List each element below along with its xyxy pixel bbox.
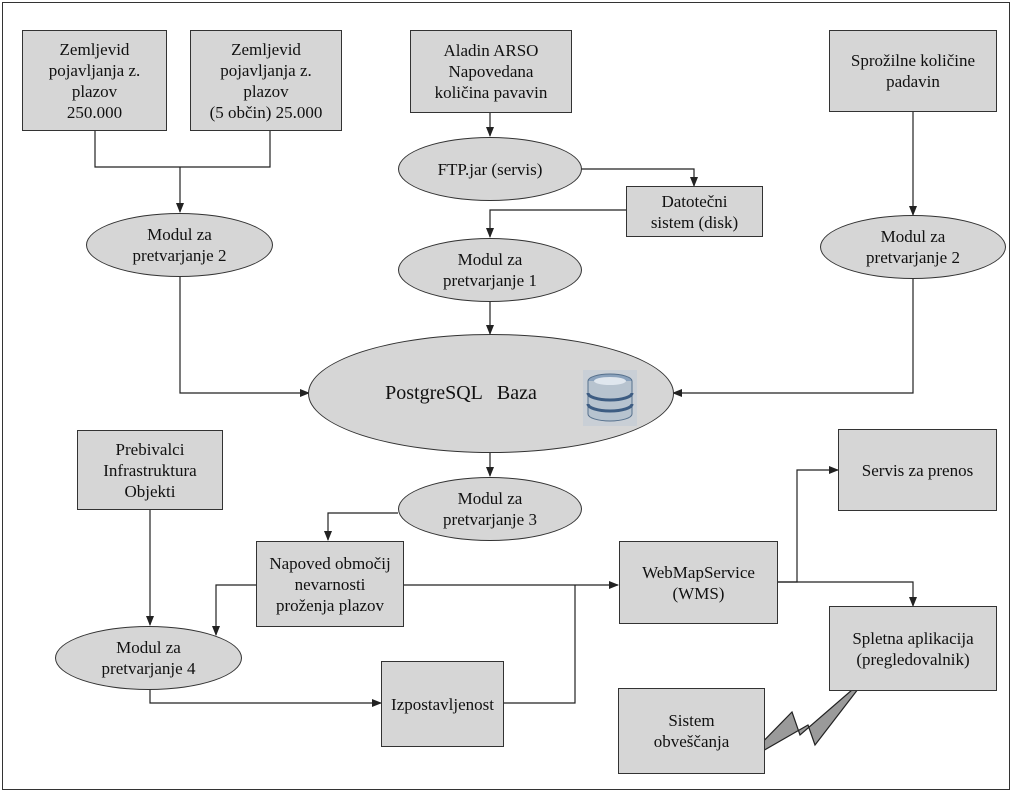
node-modul-4: Modul za pretvarjanje 4: [55, 626, 242, 690]
node-modul-1: Modul za pretvarjanje 1: [398, 238, 582, 302]
connector-izpostavljenost-to-wms: [503, 585, 576, 704]
node-sistem-obvescanja: Sistem obveščanja: [618, 688, 765, 774]
node-zemljevid-250: Zemljevid pojavljanja z. plazov 250.000: [22, 30, 167, 131]
arrow-napoved-to-modul4: [212, 584, 257, 636]
node-wms: WebMapService (WMS): [619, 541, 778, 624]
node-modul-3: Modul za pretvarjanje 3: [398, 477, 582, 541]
arrow-modul2-right-to-db: [672, 276, 914, 397]
arrow-ftp-to-disk: [580, 168, 698, 187]
node-modul-2-right: Modul za pretvarjanje 2: [820, 215, 1006, 279]
postgres-name: PostgreSQL: [385, 382, 483, 404]
node-sprozilne-kolicine: Sprožilne količine padavin: [829, 30, 997, 112]
node-napoved-obmocij: Napoved območij nevarnosti proženja plaz…: [256, 541, 404, 627]
node-servis-za-prenos: Servis za prenos: [838, 429, 997, 511]
arrow-modul3-to-napoved: [324, 512, 398, 541]
arrow-wms-to-spletna: [778, 581, 917, 607]
node-prebivalci: Prebivalci Infrastruktura Objekti: [77, 430, 223, 510]
node-zemljevid-25: Zemljevid pojavljanja z. plazov (5 občin…: [190, 30, 342, 131]
arrow-modul4-to-izpostavljenost: [149, 687, 382, 707]
database-icon: [583, 370, 637, 426]
connector-zemljevid-250: [94, 131, 180, 168]
node-ftp-servis: FTP.jar (servis): [398, 137, 582, 201]
node-izpostavljenost: Izpostavljenost: [381, 661, 504, 747]
postgres-baza: Baza: [496, 382, 537, 404]
node-spletna-aplikacija: Spletna aplikacija (pregledovalnik): [829, 606, 997, 691]
node-datotecni-sistem: Datotečni sistem (disk): [626, 186, 763, 237]
arrow-wms-to-servis: [778, 466, 839, 583]
connector-zemljevid-25: [180, 131, 271, 168]
arrow-modul2-left-to-db: [179, 276, 310, 397]
node-aladin-arso: Aladin ARSO Napovedana količina pavavin: [410, 30, 572, 113]
node-modul-2-left: Modul za pretvarjanje 2: [86, 213, 273, 277]
arrow-disk-to-modul1: [486, 209, 627, 238]
